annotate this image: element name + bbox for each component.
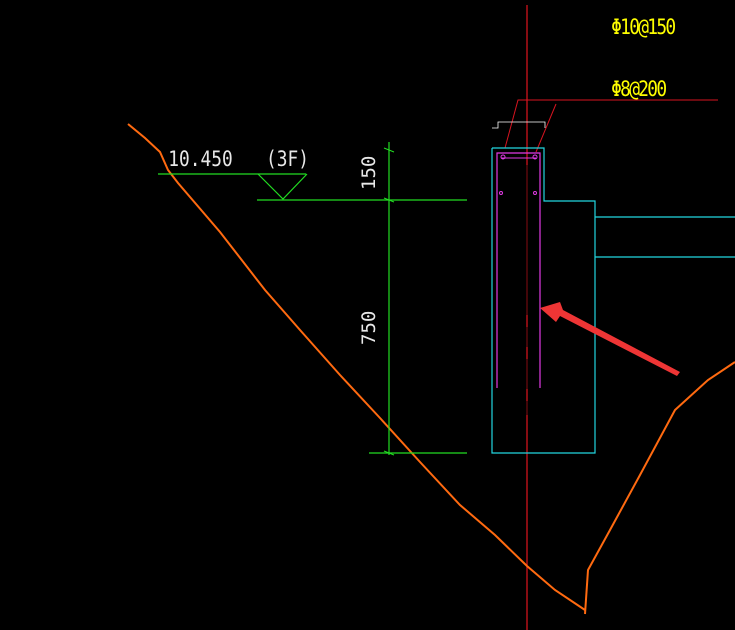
- rebar-stirrup-label: Φ8@200: [611, 77, 666, 102]
- dimension-label-lower: 750: [358, 311, 380, 345]
- rebar-top-label: Φ10@150: [611, 15, 675, 40]
- rebar-dot-1: [500, 154, 506, 160]
- dimension-tick-top: [383, 147, 395, 153]
- left-boundary-curve: [127, 123, 586, 611]
- rebar-dot-2: [532, 154, 538, 160]
- callout-tick-bracket: [492, 121, 546, 129]
- floor-tag: (3F): [266, 147, 309, 172]
- rebar-dot-4: [533, 191, 537, 195]
- lower-rebar-leader: [535, 103, 557, 153]
- right-boundary-curve: [584, 361, 735, 615]
- section-outline: [491, 147, 596, 454]
- dimension-label-upper: 150: [358, 156, 380, 190]
- upper-rebar-leader: [504, 99, 718, 149]
- elevation-triangle: [257, 173, 308, 200]
- dimension-tick-bottom: [383, 450, 395, 456]
- outer-rebar: [496, 152, 541, 388]
- rebar-dot-3: [499, 191, 503, 195]
- dimension-tick-middle: [383, 197, 395, 203]
- pointer-arrow: [540, 302, 680, 376]
- elevation-value: 10.450: [168, 147, 232, 172]
